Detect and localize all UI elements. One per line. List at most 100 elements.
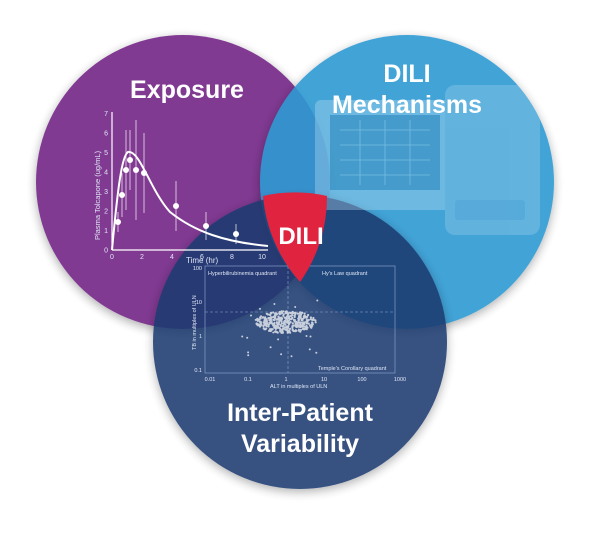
scatter-y-tick-label: 0.1 (194, 368, 202, 374)
scatter-point (274, 330, 277, 333)
scatter-point (261, 316, 264, 319)
pk-data-point (119, 192, 125, 198)
mechanisms-label-line2: Mechanisms (332, 91, 482, 119)
scatter-point (306, 315, 309, 318)
scatter-point (297, 328, 300, 331)
scatter-point (279, 329, 282, 332)
scatter-point (288, 311, 291, 314)
scatter-point (286, 319, 289, 322)
scatter-point (280, 310, 283, 313)
scatter-point (314, 321, 317, 324)
scatter-point (269, 346, 272, 349)
scatter-point (287, 321, 290, 325)
scatter-point (264, 318, 267, 321)
scatter-point (255, 322, 258, 325)
pk-x-tick-label: 4 (170, 254, 174, 261)
scatter-point (283, 323, 286, 326)
pk-data-point (141, 170, 147, 176)
hyperbilirubinemia-quadrant-label: Hyperbilirubinemia quadrant (208, 271, 277, 277)
scatter-point (280, 331, 283, 334)
scatter-point (272, 311, 275, 314)
scatter-y-tick-label: 100 (193, 266, 202, 272)
pk-x-tick-label: 8 (230, 254, 234, 261)
scatter-point (284, 310, 287, 313)
scatter-point (290, 355, 293, 358)
scatter-point (283, 316, 286, 319)
scatter-point (276, 322, 279, 325)
scatter-point (274, 317, 277, 320)
pk-y-tick-label: 2 (104, 209, 108, 216)
pk-data-point (173, 203, 179, 209)
pk-x-tick-label: 10 (258, 254, 266, 261)
variability-circle (153, 195, 447, 489)
scatter-point (301, 317, 305, 320)
scatter-point (250, 314, 252, 317)
scatter-point (247, 351, 250, 354)
scatter-point (308, 324, 312, 327)
pk-y-axis-label: Plasma Tolcapone (ug/mL) (93, 150, 102, 240)
scatter-point (281, 325, 284, 328)
scatter-point (297, 325, 300, 328)
scatter-point (293, 319, 296, 322)
exposure-label: Exposure (130, 76, 244, 104)
scatter-point (276, 318, 279, 321)
scatter-x-axis-label: ALT in multiples of ULN (270, 384, 327, 390)
scatter-point (265, 312, 268, 315)
scatter-point (276, 331, 279, 334)
scatter-point (291, 329, 294, 332)
scatter-point (299, 328, 303, 331)
scatter-point (303, 312, 306, 315)
variability-label-line2: Variability (241, 430, 359, 458)
scatter-point (247, 354, 250, 357)
scatter-point (280, 317, 284, 320)
scatter-point (303, 314, 306, 318)
scatter-point (282, 310, 285, 313)
pk-x-tick-label: 0 (110, 254, 114, 261)
scatter-point (307, 318, 310, 322)
hys-law-quadrant-label: Hy's Law quadrant (322, 271, 368, 277)
scatter-point (259, 307, 261, 310)
dili-center-label: DILI (278, 223, 323, 250)
scatter-x-tick-label: 10 (321, 377, 327, 383)
scatter-point (290, 314, 293, 317)
scatter-point (262, 327, 265, 330)
pk-x-axis-label: Time (hr) (186, 256, 218, 265)
scatter-point (265, 321, 268, 324)
scatter-point (272, 315, 275, 318)
scatter-point (295, 329, 298, 332)
scatter-point (273, 303, 276, 305)
temples-corollary-quadrant-label: Temple's Corollary quadrant (318, 366, 387, 372)
pk-y-tick-label: 7 (104, 111, 108, 118)
scatter-point (274, 312, 277, 315)
scatter-point (286, 326, 289, 329)
scatter-point (270, 316, 273, 319)
scatter-x-tick-label: 100 (357, 377, 366, 383)
pk-data-point (133, 167, 139, 173)
scatter-point (256, 320, 259, 322)
scatter-point (288, 329, 291, 332)
scatter-point (281, 328, 284, 331)
scatter-point (263, 322, 266, 325)
scatter-point (294, 306, 297, 308)
pk-x-tick-label: 6 (200, 254, 204, 261)
scatter-point (269, 313, 272, 316)
pk-data-point (203, 223, 209, 229)
scatter-point (267, 325, 270, 328)
scatter-point (279, 323, 282, 327)
scatter-point (269, 322, 272, 325)
pk-y-tick-label: 3 (104, 189, 108, 196)
scatter-point (277, 338, 280, 341)
scatter-point (305, 335, 308, 337)
scatter-y-axis-label: TB in multiples of ULN (192, 295, 198, 350)
scatter-point (274, 315, 277, 318)
scatter-point (259, 322, 262, 325)
scatter-point (316, 299, 319, 302)
pk-data-point (233, 231, 239, 237)
scatter-point (298, 324, 301, 327)
scatter-point (280, 322, 283, 325)
scatter-x-tick-label: 0.1 (244, 377, 252, 383)
scatter-point (272, 331, 275, 334)
pk-y-tick-label: 5 (104, 150, 108, 157)
scatter-point (258, 325, 262, 328)
